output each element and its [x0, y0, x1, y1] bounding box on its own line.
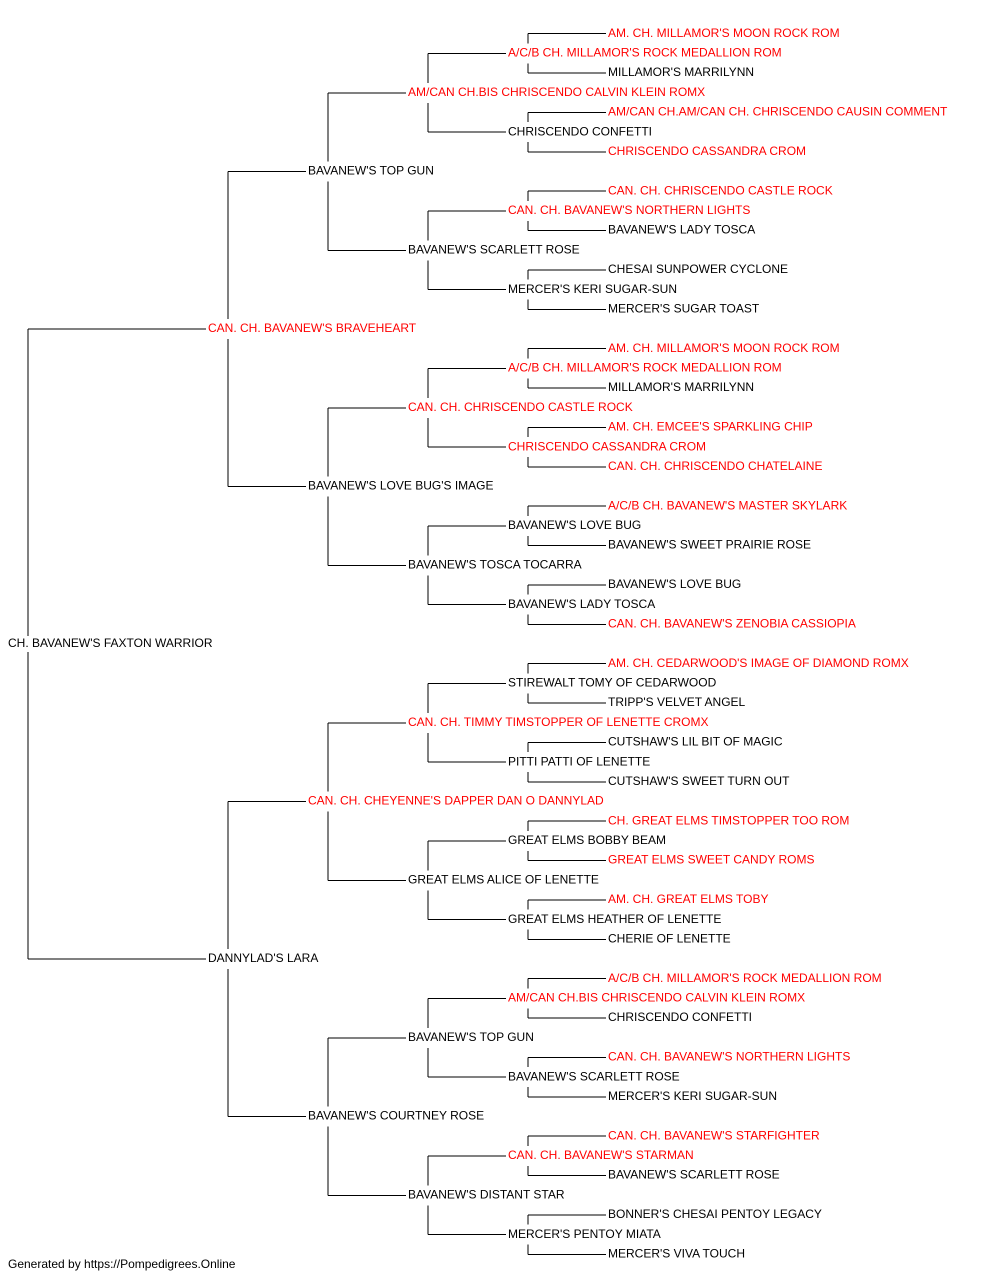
dog-name-root-sire-dam-dam-sire: BAVANEW'S LOVE BUG: [508, 518, 641, 532]
dog-name-root-dam-sire-dam-dam-dam: CHERIE OF LENETTE: [608, 931, 731, 945]
dog-name-root-sire-dam-dam-sire-dam: BAVANEW'S SWEET PRAIRIE ROSE: [608, 538, 811, 552]
dog-name-root-dam-dam-sire-dam: BAVANEW'S SCARLETT ROSE: [508, 1069, 680, 1083]
dog-name-root-dam-dam: BAVANEW'S COURTNEY ROSE: [308, 1109, 484, 1123]
dog-name-root-sire-dam-sire-sire-sire: AM. CH. MILLAMOR'S MOON ROCK ROM: [608, 341, 840, 355]
dog-name-root-dam-sire-sire-sire: STIREWALT TOMY OF CEDARWOOD: [508, 676, 717, 690]
dog-name-root-sire-sire-dam-sire-sire: CAN. CH. CHRISCENDO CASTLE ROCK: [608, 183, 833, 197]
dog-name-root-sire-sire-dam-sire: CAN. CH. BAVANEW'S NORTHERN LIGHTS: [508, 203, 750, 217]
dog-name-root-dam-sire-sire-sire-sire: AM. CH. CEDARWOOD'S IMAGE OF DIAMOND ROM…: [608, 656, 909, 670]
dog-name-root-dam-sire-dam-sire-sire: CH. GREAT ELMS TIMSTOPPER TOO ROM: [608, 813, 849, 827]
dog-name-root-sire-sire-dam-dam-dam: MERCER'S SUGAR TOAST: [608, 301, 760, 315]
dog-name-root-sire-dam-dam-dam-sire: BAVANEW'S LOVE BUG: [608, 577, 741, 591]
dog-name-root-dam-dam-dam-sire-sire: CAN. CH. BAVANEW'S STARFIGHTER: [608, 1128, 820, 1142]
dog-name-root-dam-sire-sire-dam-sire: CUTSHAW'S LIL BIT OF MAGIC: [608, 735, 783, 749]
dog-name-root-dam-dam-sire-sire-dam: CHRISCENDO CONFETTI: [608, 1010, 752, 1024]
dog-name-root-dam-dam-sire-dam-dam: MERCER'S KERI SUGAR-SUN: [608, 1089, 777, 1103]
dog-name-root-sire-sire-sire-dam-sire: AM/CAN CH.AM/CAN CH. CHRISCENDO CAUSIN C…: [608, 105, 948, 119]
dog-name-root-sire-sire-sire-dam-dam: CHRISCENDO CASSANDRA CROM: [608, 144, 806, 158]
dog-name-root-dam-sire-sire-dam-dam: CUTSHAW'S SWEET TURN OUT: [608, 774, 790, 788]
dog-name-root-sire-sire-sire-dam: CHRISCENDO CONFETTI: [508, 124, 652, 138]
dog-name-root-dam-dam-dam: BAVANEW'S DISTANT STAR: [408, 1187, 565, 1201]
dog-name-root-dam-dam-sire-sire: AM/CAN CH.BIS CHRISCENDO CALVIN KLEIN RO…: [508, 991, 805, 1005]
dog-name-root-dam-dam-dam-dam: MERCER'S PENTOY MIATA: [508, 1227, 661, 1241]
dog-name-root-sire-dam-sire-sire-dam: MILLAMOR'S MARRILYNN: [608, 380, 754, 394]
dog-name-root-sire-sire-dam-dam: MERCER'S KERI SUGAR-SUN: [508, 282, 677, 296]
dog-name-root-dam-sire-dam-sire: GREAT ELMS BOBBY BEAM: [508, 833, 666, 847]
dog-name-root-sire-sire-sire: AM/CAN CH.BIS CHRISCENDO CALVIN KLEIN RO…: [408, 85, 705, 99]
dog-name-root-dam: DANNYLAD'S LARA: [208, 951, 318, 965]
dog-name-root-dam-sire-sire-sire-dam: TRIPP'S VELVET ANGEL: [608, 695, 746, 709]
dog-name-root-sire-dam-dam-dam: BAVANEW'S LADY TOSCA: [508, 597, 655, 611]
dog-name-root-sire-sire-sire-sire-dam: MILLAMOR'S MARRILYNN: [608, 65, 754, 79]
dog-name-root-dam-dam-dam-dam-dam: MERCER'S VIVA TOUCH: [608, 1246, 745, 1260]
dog-name-root-sire-dam: BAVANEW'S LOVE BUG'S IMAGE: [308, 479, 494, 493]
dog-name-root-sire-dam-dam: BAVANEW'S TOSCA TOCARRA: [408, 557, 582, 571]
dog-name-root-dam-dam-dam-sire: CAN. CH. BAVANEW'S STARMAN: [508, 1148, 694, 1162]
dog-name-root-dam-dam-sire-dam-sire: CAN. CH. BAVANEW'S NORTHERN LIGHTS: [608, 1050, 850, 1064]
dog-name-root-dam-sire-dam: GREAT ELMS ALICE OF LENETTE: [408, 872, 599, 886]
dog-name-root-dam-sire-sire-dam: PITTI PATTI OF LENETTE: [508, 754, 650, 768]
dog-name-root-dam-sire-sire: CAN. CH. TIMMY TIMSTOPPER OF LENETTE CRO…: [408, 715, 708, 729]
dog-name-root-sire-sire-dam: BAVANEW'S SCARLETT ROSE: [408, 242, 580, 256]
dog-name-root-dam-dam-sire: BAVANEW'S TOP GUN: [408, 1030, 534, 1044]
dog-name-root: CH. BAVANEW'S FAXTON WARRIOR: [8, 636, 213, 650]
dog-name-root-sire-dam-sire-dam: CHRISCENDO CASSANDRA CROM: [508, 439, 706, 453]
dog-name-root-sire-sire-dam-dam-sire: CHESAI SUNPOWER CYCLONE: [608, 262, 788, 276]
dog-name-root-sire-dam-dam-sire-sire: A/C/B CH. BAVANEW'S MASTER SKYLARK: [608, 498, 847, 512]
dog-name-root-sire-sire-dam-sire-dam: BAVANEW'S LADY TOSCA: [608, 223, 755, 237]
dog-name-root-dam-dam-dam-sire-dam: BAVANEW'S SCARLETT ROSE: [608, 1168, 780, 1182]
dog-name-root-sire: CAN. CH. BAVANEW'S BRAVEHEART: [208, 321, 417, 335]
dog-name-root-sire-dam-sire-dam-dam: CAN. CH. CHRISCENDO CHATELAINE: [608, 459, 822, 473]
footer-credit: Generated by https://Pompedigrees.Online: [8, 1257, 236, 1271]
dog-name-root-sire-sire-sire-sire: A/C/B CH. MILLAMOR'S ROCK MEDALLION ROM: [508, 46, 782, 60]
dog-name-root-dam-dam-dam-dam-sire: BONNER'S CHESAI PENTOY LEGACY: [608, 1207, 822, 1221]
dog-name-root-sire-dam-sire-sire: A/C/B CH. MILLAMOR'S ROCK MEDALLION ROM: [508, 361, 782, 375]
dog-name-root-dam-dam-sire-sire-sire: A/C/B CH. MILLAMOR'S ROCK MEDALLION ROM: [608, 971, 882, 985]
dog-name-root-dam-sire: CAN. CH. CHEYENNE'S DAPPER DAN O DANNYLA…: [308, 794, 604, 808]
dog-name-root-sire-dam-sire: CAN. CH. CHRISCENDO CASTLE ROCK: [408, 400, 633, 414]
dog-name-root-sire-dam-dam-dam-dam: CAN. CH. BAVANEW'S ZENOBIA CASSIOPIA: [608, 616, 856, 630]
dog-name-root-dam-sire-dam-dam-sire: AM. CH. GREAT ELMS TOBY: [608, 892, 768, 906]
dog-name-root-dam-sire-dam-dam: GREAT ELMS HEATHER OF LENETTE: [508, 912, 721, 926]
dog-name-root-sire-sire: BAVANEW'S TOP GUN: [308, 164, 434, 178]
dog-name-root-sire-dam-sire-dam-sire: AM. CH. EMCEE'S SPARKLING CHIP: [608, 420, 813, 434]
dog-name-root-sire-sire-sire-sire-sire: AM. CH. MILLAMOR'S MOON ROCK ROM: [608, 26, 840, 40]
dog-name-root-dam-sire-dam-sire-dam: GREAT ELMS SWEET CANDY ROMS: [608, 853, 814, 867]
